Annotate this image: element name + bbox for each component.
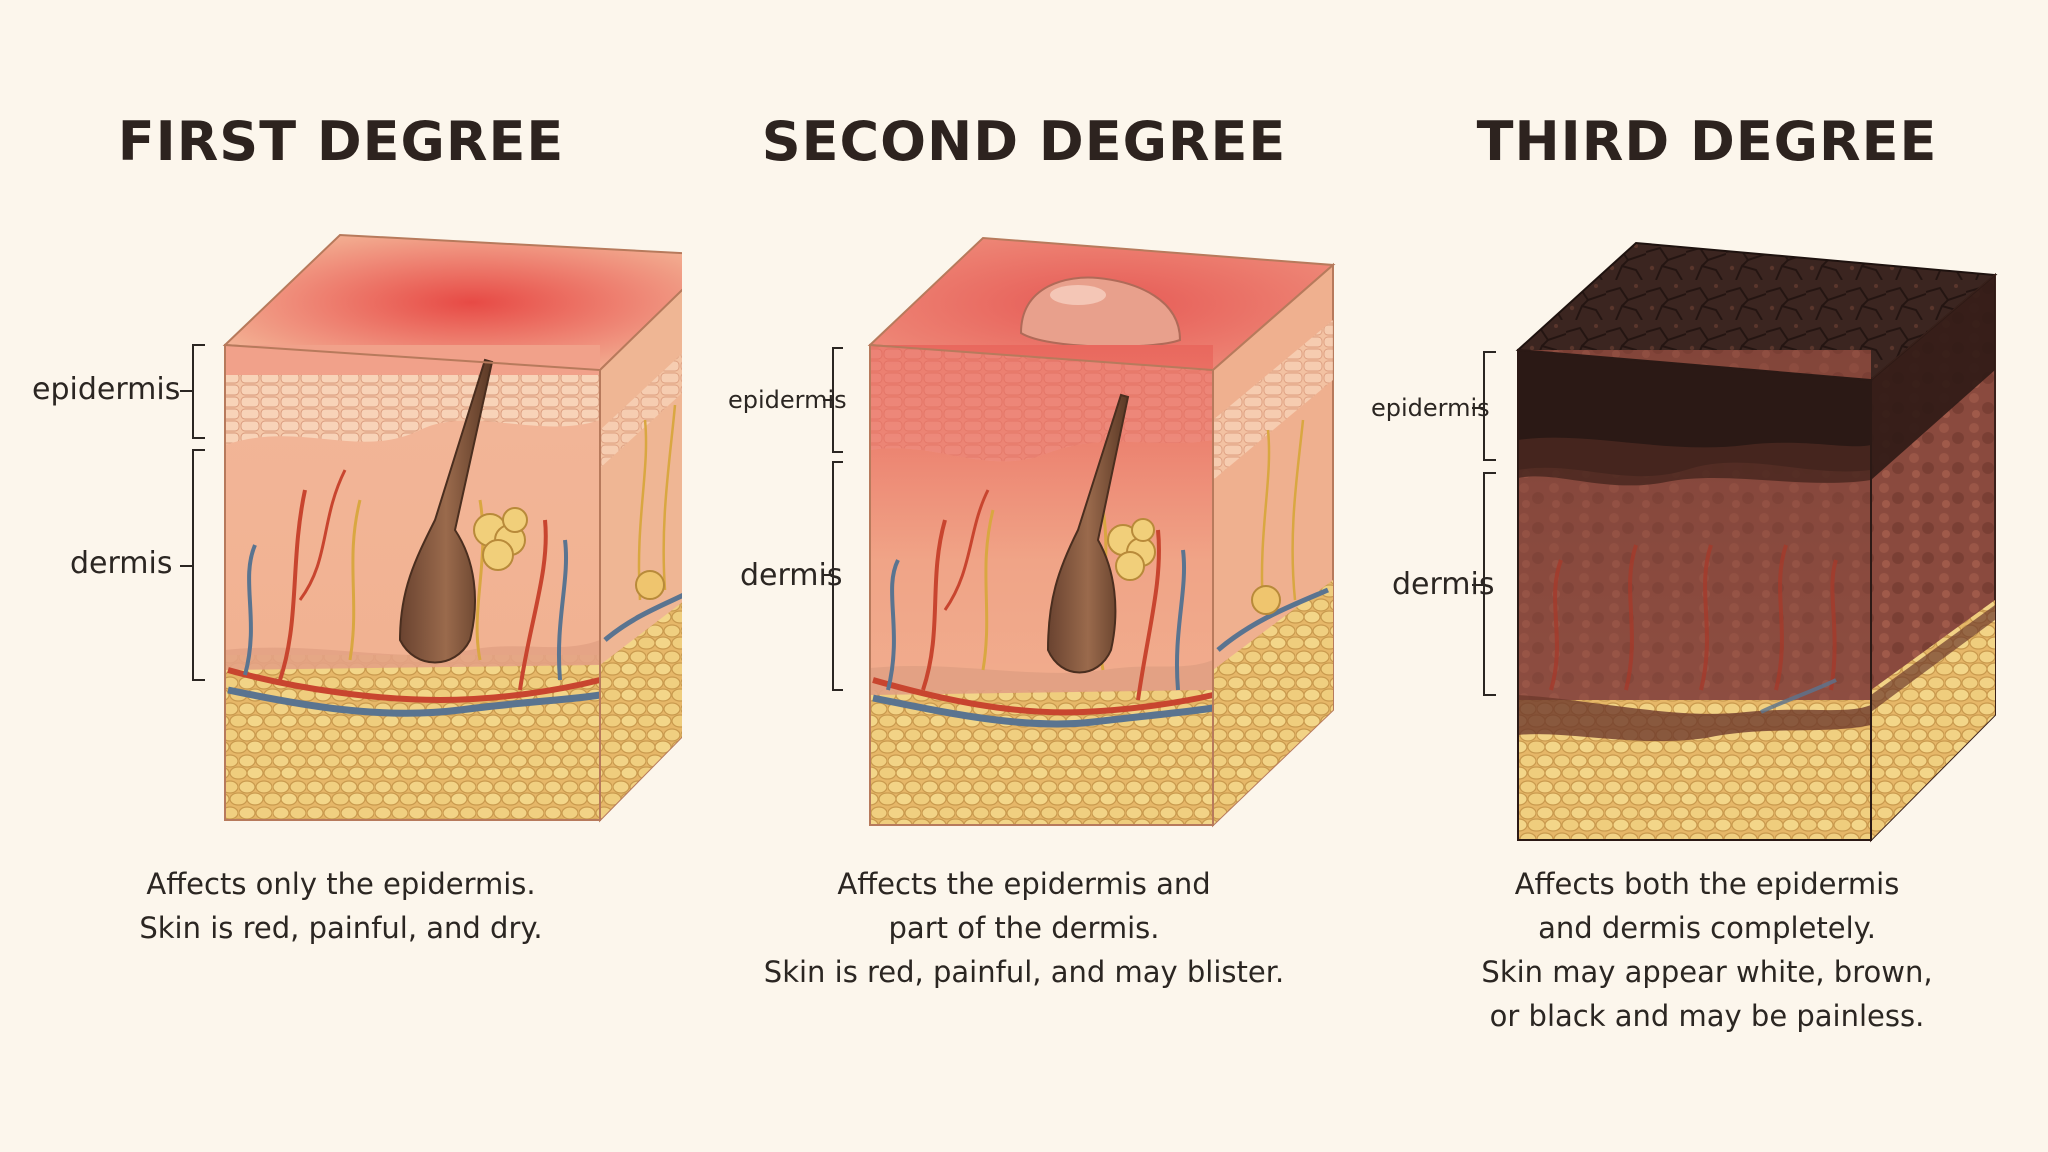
third-degree-title: THIRD DEGREE bbox=[1476, 110, 1938, 173]
caption-line: Skin is red, painful, and may blister. bbox=[763, 955, 1285, 989]
caption-line: Skin is red, painful, and dry. bbox=[139, 911, 543, 945]
blister bbox=[1019, 276, 1182, 348]
caption-line: part of the dermis. bbox=[888, 911, 1160, 945]
block-side-first bbox=[599, 288, 682, 823]
first-degree-caption: Affects only the epidermis. Skin is red,… bbox=[0, 862, 682, 950]
caption-line: and dermis completely. bbox=[1538, 911, 1876, 945]
epidermis-label: epidermis bbox=[1371, 394, 1490, 422]
epidermis-label: epidermis bbox=[728, 386, 847, 414]
epidermis-label: epidermis bbox=[32, 372, 181, 407]
second-degree-caption: Affects the epidermis and part of the de… bbox=[683, 862, 1365, 994]
third-degree-caption: Affects both the epidermis and dermis co… bbox=[1366, 862, 2048, 1038]
third-degree-panel: THIRD DEGREE bbox=[1366, 0, 2048, 1152]
caption-line: or black and may be painless. bbox=[1489, 999, 1925, 1033]
block-front-first bbox=[225, 345, 601, 820]
dermis-label: dermis bbox=[1392, 567, 1495, 602]
caption-line: Affects both the epidermis bbox=[1514, 867, 1900, 901]
layer-brackets-third bbox=[1472, 351, 1496, 696]
first-degree-title: FIRST DEGREE bbox=[117, 110, 565, 173]
second-degree-panel: SECOND DEGREE bbox=[683, 0, 1365, 1152]
caption-line: Affects the epidermis and bbox=[837, 867, 1211, 901]
block-side-second bbox=[1212, 262, 1334, 828]
block-front-third bbox=[1518, 350, 1871, 840]
caption-line: Skin may appear white, brown, bbox=[1481, 955, 1933, 989]
layer-brackets-first bbox=[180, 344, 205, 681]
second-degree-title: SECOND DEGREE bbox=[761, 110, 1287, 173]
caption-line: Affects only the epidermis. bbox=[146, 867, 536, 901]
second-degree-skin-diagram bbox=[823, 236, 1336, 828]
block-side-third bbox=[1870, 272, 1996, 843]
block-front-second bbox=[870, 345, 1214, 825]
dermis-label: dermis bbox=[740, 558, 843, 593]
third-degree-skin-diagram bbox=[1472, 241, 1998, 843]
dermis-label: dermis bbox=[70, 546, 173, 581]
first-degree-panel: FIRST DEGREE bbox=[0, 0, 682, 1152]
layer-brackets-second bbox=[823, 347, 843, 691]
first-degree-skin-diagram bbox=[180, 233, 682, 823]
